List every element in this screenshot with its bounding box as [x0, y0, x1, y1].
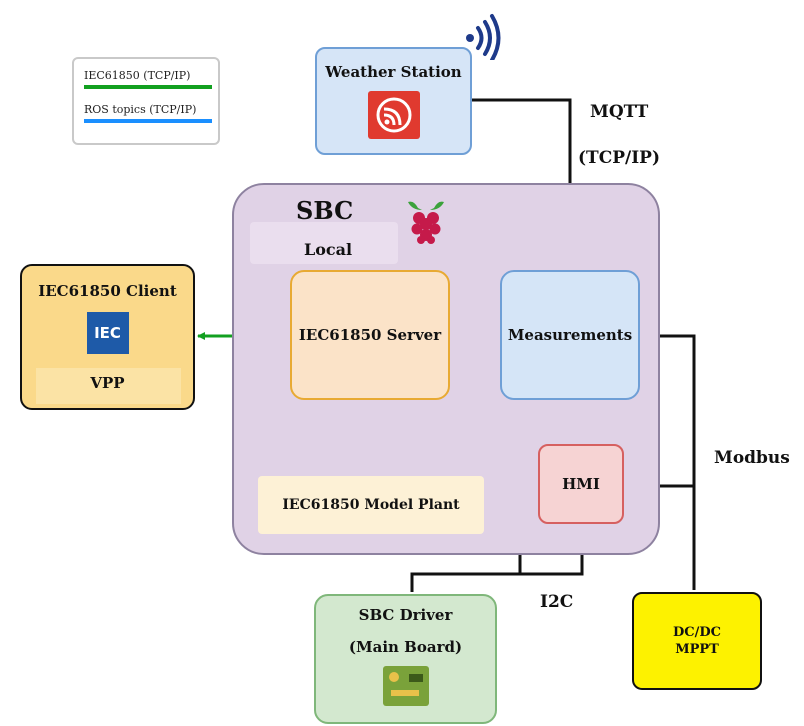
modbus-measurements-wire [643, 332, 696, 590]
iec-logo-icon: IEC [86, 312, 129, 354]
iec61850-client-title: IEC61850 Client [38, 282, 177, 300]
mppt-label: MPPT [675, 642, 719, 657]
model-plant-title: IEC61850 Model Plant [282, 497, 460, 513]
sbc-driver-box: SBC Driver (Main Board) [314, 594, 497, 724]
raspberry-pi-icon [408, 201, 444, 244]
weather-station-title: Weather Station [325, 63, 462, 81]
iec-logo-text: IEC [94, 324, 121, 342]
legend-ros-line [84, 119, 212, 123]
wifi-signal-icon [466, 14, 501, 60]
sbc-local-background [250, 222, 398, 264]
sbc-driver-subtitle: (Main Board) [348, 638, 463, 656]
dcdc-mppt-box: DC/DC MPPT [632, 592, 762, 690]
espressif-logo-icon [367, 91, 420, 139]
model-plant-box: IEC61850 Model Plant [258, 476, 484, 534]
circuit-board-icon [382, 666, 429, 706]
iec61850-server-title: IEC61850 Server [298, 326, 442, 344]
i2c-label: I2C [540, 592, 574, 612]
iec61850-server-box: IEC61850 Server [290, 270, 450, 400]
client-vpp-background [36, 368, 181, 404]
legend-iec-line [84, 85, 212, 89]
legend-iec-label: IEC61850 (TCP/IP) [84, 69, 191, 82]
measurements-box: Measurements [500, 270, 640, 400]
vpp-label: VPP [90, 374, 125, 392]
legend-ros-label: ROS topics (TCP/IP) [84, 103, 197, 116]
sbc-local-label: Local [304, 240, 353, 259]
sbc-driver-title: SBC Driver [358, 606, 453, 624]
mqtt-protocol-label: (TCP/IP) [578, 148, 660, 168]
hmi-title: HMI [562, 475, 600, 493]
sbc-title: SBC [296, 196, 354, 225]
legend: IEC61850 (TCP/IP) ROS topics (TCP/IP) [72, 57, 220, 145]
modbus-label: Modbus [714, 448, 790, 468]
hmi-box: HMI [538, 444, 624, 524]
measurements-title: Measurements [507, 326, 633, 344]
iec61850-client-box: IEC61850 Client IEC VPP [20, 264, 195, 410]
weather-station-box: Weather Station [315, 47, 472, 155]
mqtt-label: MQTT [590, 102, 649, 122]
dcdc-label: DC/DC [673, 625, 721, 640]
